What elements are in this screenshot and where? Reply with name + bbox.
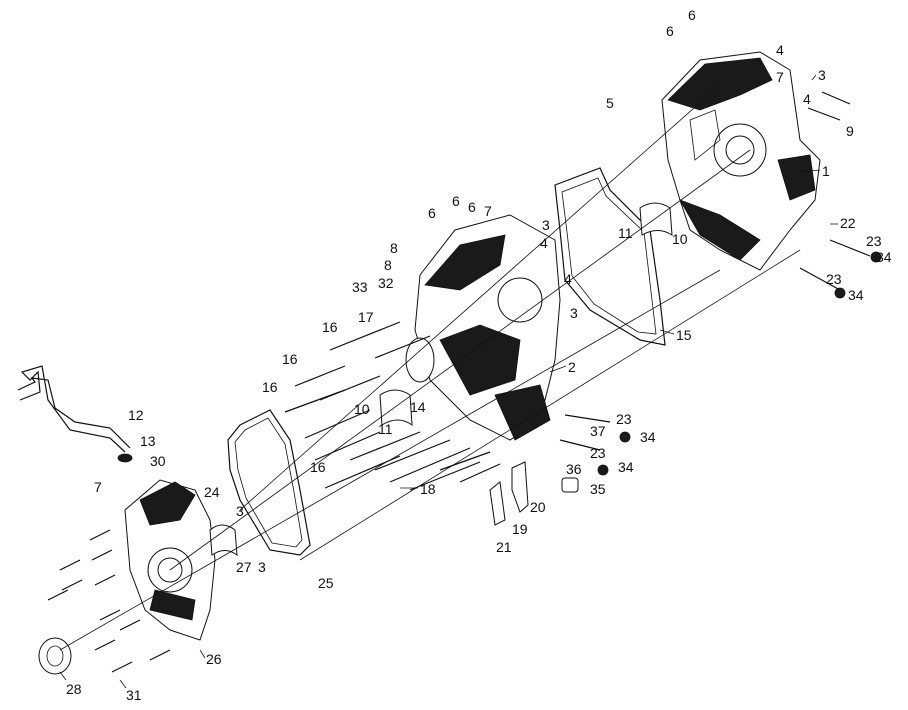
callout-20: 20 — [530, 499, 546, 515]
callout-4: 4 — [564, 271, 572, 287]
callout-23: 23 — [616, 411, 632, 427]
bracket-plate — [489, 481, 506, 526]
callout-17: 17 — [358, 309, 374, 325]
callout-1: 1 — [822, 163, 830, 179]
callout-2: 2 — [568, 359, 576, 375]
callout-19: 19 — [512, 521, 528, 537]
callout-36: 36 — [566, 461, 582, 477]
callout-4: 4 — [540, 235, 548, 251]
callout-4: 4 — [803, 91, 811, 107]
callout-11: 11 — [378, 421, 393, 437]
callout-34: 34 — [848, 287, 864, 303]
bracket — [511, 461, 529, 513]
middle-gasket — [554, 167, 666, 346]
callout-3: 3 — [258, 559, 266, 575]
callout-33: 33 — [352, 279, 368, 295]
callout-21: 21 — [496, 539, 512, 555]
callout-7: 7 — [94, 479, 102, 495]
front-gasket — [227, 409, 311, 556]
bearing-shell-cover — [209, 524, 238, 557]
callout-34: 34 — [618, 459, 634, 475]
callout-24: 24 — [204, 484, 220, 500]
callout-34: 34 — [640, 429, 656, 445]
callout-6: 6 — [688, 7, 696, 23]
callout-34: 34 — [876, 249, 892, 265]
breather-fitting — [561, 477, 579, 493]
oil-seal — [38, 637, 72, 675]
callout-26: 26 — [206, 651, 222, 667]
callout-4: 4 — [776, 42, 784, 58]
callout-7: 7 — [776, 69, 784, 85]
callout-3: 3 — [570, 305, 578, 321]
callout-15: 15 — [676, 327, 692, 343]
hose — [17, 365, 133, 463]
studs-and-nuts — [559, 91, 882, 476]
callout-3: 3 — [542, 217, 550, 233]
callout-6: 6 — [428, 205, 436, 221]
callout-10: 10 — [672, 231, 688, 247]
callout-3: 3 — [236, 503, 244, 519]
callout-7: 7 — [484, 203, 492, 219]
crankcase-right-half — [661, 51, 821, 271]
callout-10: 10 — [354, 401, 370, 417]
callout-16: 16 — [262, 379, 278, 395]
callout-16: 16 — [310, 459, 326, 475]
alignment-lines — [59, 84, 801, 651]
bearing-shell-right — [639, 202, 673, 236]
callout-14: 14 — [410, 399, 426, 415]
callout-8: 8 — [390, 240, 398, 256]
callout-3: 3 — [818, 67, 826, 83]
callout-37: 37 — [590, 423, 606, 439]
callout-22: 22 — [840, 215, 856, 231]
callout-31: 31 — [126, 687, 142, 703]
crankcase-left-half — [405, 214, 561, 441]
callout-35: 35 — [590, 481, 606, 497]
oil-seal-inner — [46, 645, 64, 667]
callout-32: 32 — [378, 275, 394, 291]
callout-leaders — [59, 74, 838, 689]
front-cover-bolts — [47, 529, 171, 673]
callout-11: 11 — [618, 225, 633, 241]
callout-16: 16 — [322, 319, 338, 335]
callout-23: 23 — [826, 271, 842, 287]
callout-27: 27 — [236, 559, 252, 575]
callout-23: 23 — [866, 233, 882, 249]
callout-25: 25 — [318, 575, 334, 591]
callout-23: 23 — [590, 445, 606, 461]
callout-5: 5 — [606, 95, 614, 111]
callout-8: 8 — [384, 257, 392, 273]
callout-6: 6 — [452, 193, 460, 209]
callout-9: 9 — [846, 123, 854, 139]
callout-18: 18 — [420, 481, 436, 497]
front-cover — [124, 479, 216, 641]
callouts: 1 2 3 3 3 3 3 4 4 4 4 5 6 6 6 6 6 7 7 7 … — [66, 7, 892, 703]
callout-28: 28 — [66, 681, 82, 697]
callout-6: 6 — [468, 199, 476, 215]
callout-12: 12 — [128, 407, 144, 423]
bearing-shell-center — [379, 389, 413, 427]
callout-16: 16 — [282, 351, 298, 367]
callout-30: 30 — [150, 453, 166, 469]
callout-13: 13 — [140, 433, 156, 449]
callout-6: 6 — [666, 23, 674, 39]
